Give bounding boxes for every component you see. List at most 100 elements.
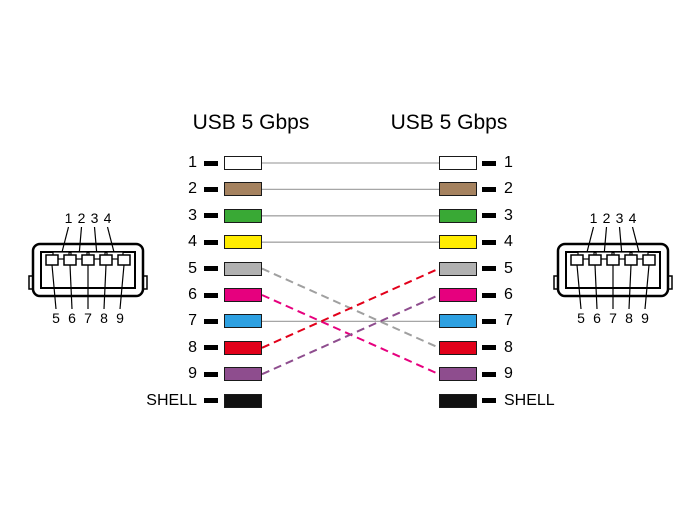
pin-label-right-3: 3 (504, 206, 513, 224)
right-connector-title: USB 5 Gbps (390, 111, 508, 134)
wire-color-box-right-7 (439, 314, 477, 329)
usb-right-pin-number-bottom: 9 (641, 310, 649, 326)
usb-left-ss-contact (117, 254, 131, 266)
usb-left-pin-leader-bottom (69, 264, 73, 310)
pin-dash-left-4 (204, 239, 218, 245)
pin-dash-right-7 (482, 318, 496, 324)
usb-right-pin-leader-top (585, 226, 595, 257)
usb-right-pin-leader-top (618, 226, 623, 257)
pin-label-right-SHELL: SHELL (504, 391, 555, 409)
usb-left-ss-contact (45, 254, 59, 266)
wire-color-box-right-4 (439, 235, 477, 250)
wire-color-box-right-1 (439, 156, 477, 170)
usb-left-ss-contact (81, 254, 95, 266)
usb-right-ss-contact (606, 254, 620, 266)
wire-color-box-left-3 (224, 208, 262, 223)
usb-left-pin-leader-bottom (119, 264, 125, 310)
usb-right-pin-leader-bottom (594, 264, 598, 310)
usb-right-pin-number-bottom: 8 (625, 310, 633, 326)
pin-label-left-SHELL: SHELL (146, 391, 197, 409)
pin-label-right-6: 6 (504, 286, 513, 303)
pin-label-left-3: 3 (188, 206, 197, 224)
wire-color-box-right-9 (439, 367, 477, 382)
pin-label-right-7: 7 (504, 312, 513, 330)
usb-right-pin-leader-top (603, 226, 608, 257)
pin-label-left-6: 6 (188, 286, 197, 303)
pin-dash-left-8 (204, 345, 218, 351)
usb-left-pin-number-top: 1 (65, 210, 73, 226)
usb-left-pin-leader-bottom (103, 264, 107, 310)
pin-label-left-7: 7 (188, 312, 197, 330)
wire-color-box-left-8 (224, 340, 262, 355)
usb-right-pin-leader-bottom (644, 264, 650, 310)
pin-dash-right-2 (482, 186, 496, 192)
usb-left-pin-number-bottom: 6 (68, 310, 76, 326)
usb-right-ss-contact (642, 254, 656, 266)
pin-dash-left-6 (204, 292, 218, 298)
usb-right-pin-number-bottom: 6 (593, 310, 601, 326)
usb-right-pin-number-bottom: 7 (609, 310, 617, 326)
pin-dash-left-7 (204, 318, 218, 324)
usb-left-pin-number-top: 3 (91, 210, 99, 226)
pin-label-left-8: 8 (188, 338, 197, 356)
pin-dash-left-1 (204, 160, 218, 166)
pin-label-right-2: 2 (504, 180, 513, 198)
usb-left-pin-number-bottom: 7 (84, 310, 92, 326)
usb-left-pin-leader-top (60, 226, 70, 257)
wire-color-box-left-1 (224, 156, 262, 170)
usb-right-pin-number-top: 2 (603, 210, 611, 226)
crossed-wire-line-9-6 (261, 294, 440, 376)
pin-label-left-5: 5 (188, 259, 197, 277)
wire-color-box-left-7 (224, 314, 262, 329)
usb-left-pin-number-bottom: 8 (100, 310, 108, 326)
usb-left-pin-leader-top (93, 226, 98, 257)
wire-color-box-left-4 (224, 235, 262, 250)
pin-label-right-8: 8 (504, 338, 513, 356)
pin-label-left-2: 2 (188, 180, 197, 198)
usb-left-pin-leader-top (106, 226, 116, 257)
pin-dash-left-9 (204, 371, 218, 377)
wire-color-box-right-3 (439, 208, 477, 223)
usb-left-pin-number-bottom: 9 (116, 310, 124, 326)
pin-dash-right-SHELL (482, 398, 496, 404)
pin-dash-left-SHELL (204, 398, 218, 404)
wire-color-box-left-5 (224, 261, 262, 276)
wire-color-box-right-6 (439, 288, 477, 302)
crossed-wire-line-8-5 (261, 267, 440, 349)
wire-color-box-left-2 (224, 182, 262, 197)
pin-dash-right-5 (482, 266, 496, 272)
wire-color-box-right-5 (439, 261, 477, 276)
usb-right-pin-leader-bottom (576, 264, 582, 310)
pin-dash-right-4 (482, 239, 496, 245)
usb-right-pin-number-bottom: 5 (577, 310, 585, 326)
usb-right-ss-contact (588, 254, 602, 266)
pin-dash-right-9 (482, 371, 496, 377)
pin-dash-right-6 (482, 292, 496, 298)
wire-color-box-left-6 (224, 288, 262, 302)
wire-color-box-left-9 (224, 367, 262, 382)
usb-right-ss-contact (570, 254, 584, 266)
pin-label-right-4: 4 (504, 233, 513, 251)
pin-label-left-9: 9 (188, 365, 197, 383)
usb-right-pin-number-top: 3 (616, 210, 624, 226)
pin-dash-right-3 (482, 213, 496, 219)
left-connector-title: USB 5 Gbps (192, 111, 310, 134)
usb-left-pin-leader-top (78, 226, 83, 257)
wire-color-box-right-SHELL (439, 393, 477, 408)
usb-left-ss-contact (99, 254, 113, 266)
usb-right-pin-leader-bottom (628, 264, 632, 310)
usb-left-pin-number-bottom: 5 (52, 310, 60, 326)
wire-color-box-left-SHELL (224, 393, 262, 408)
pin-label-left-1: 1 (188, 154, 197, 171)
usb-right-ss-contact (624, 254, 638, 266)
usb-left-pin-number-top: 4 (104, 210, 112, 226)
pin-label-right-1: 1 (504, 154, 513, 171)
usb-left-ss-contact (63, 254, 77, 266)
usb-left-pin-leader-bottom (51, 264, 57, 310)
pin-dash-right-8 (482, 345, 496, 351)
pin-label-left-4: 4 (188, 233, 197, 251)
usb-right-pin-number-top: 1 (590, 210, 598, 226)
